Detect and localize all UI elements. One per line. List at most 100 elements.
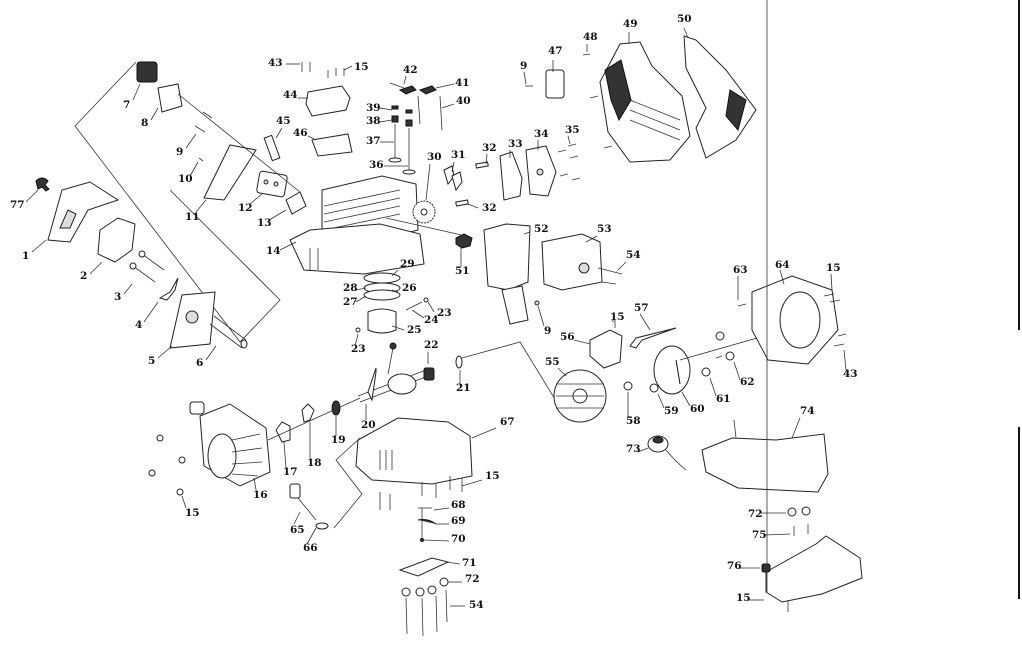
leader-line-c52 <box>523 231 531 235</box>
leader-line-c5 <box>157 345 173 359</box>
callout-label-48: 48 <box>583 31 598 43</box>
callout-label-46: 46 <box>293 127 308 139</box>
part-1-air-filter-cover <box>47 181 120 243</box>
part-37-36-valves <box>388 124 416 175</box>
callout-label-15: 15 <box>826 262 841 274</box>
part-4-clip <box>158 277 179 301</box>
leader-line-c17 <box>283 441 287 469</box>
leader-line-c68 <box>433 507 450 511</box>
callout-label-43: 43 <box>268 57 283 69</box>
callout-label-77: 77 <box>10 199 25 211</box>
callout-label-9: 9 <box>176 146 183 158</box>
callout-label-54: 54 <box>626 249 641 261</box>
callout-label-17: 17 <box>283 466 298 478</box>
callout-label-23: 23 <box>437 307 452 319</box>
part-15-frame-bolts <box>766 0 789 612</box>
callout-label-54: 54 <box>469 599 484 611</box>
part-30-cam-gear <box>412 200 436 224</box>
callout-label-35: 35 <box>565 124 580 136</box>
leader-line-c24 <box>411 309 425 319</box>
leader-line-c15c <box>830 273 833 291</box>
leader-line-c59 <box>657 393 665 409</box>
callout-label-32: 32 <box>482 202 497 214</box>
part-48-screw <box>582 53 591 56</box>
part-6-tube <box>209 315 248 349</box>
leader-line-c71 <box>445 561 461 565</box>
part-15-starter-bolts <box>148 434 186 496</box>
callout-label-3: 3 <box>114 291 121 303</box>
callout-label-27: 27 <box>343 296 358 308</box>
leader-line-c15a <box>343 65 353 71</box>
leader-line-c40 <box>441 103 455 109</box>
leader-line-c30 <box>425 163 431 201</box>
part-23-clips <box>355 297 429 333</box>
part-16-recoil-starter <box>189 401 271 487</box>
crankcase-guide-line <box>333 437 363 529</box>
leader-line-c77 <box>25 189 39 203</box>
callout-label-49: 49 <box>623 18 638 30</box>
callout-label-67: 67 <box>500 416 515 428</box>
part-shroud-screws <box>589 95 613 149</box>
part-clutch-bolt-upper <box>715 331 725 341</box>
part-57-wire <box>629 327 677 349</box>
part-12-carburetor <box>256 170 288 198</box>
part-73-fuel-cap <box>647 435 687 471</box>
leader-line-c56 <box>573 339 591 345</box>
leader-line-c10 <box>189 161 199 177</box>
callout-label-33: 33 <box>508 138 523 150</box>
callout-label-1: 1 <box>22 250 29 262</box>
part-67-crankcase-lower <box>355 417 473 485</box>
callout-label-15: 15 <box>485 470 500 482</box>
part-17-hub <box>275 421 291 443</box>
part-51-gasket <box>455 233 473 249</box>
leader-line-c61 <box>709 377 717 397</box>
callout-label-72: 72 <box>465 573 480 585</box>
callout-label-6: 6 <box>196 357 203 369</box>
callout-label-53: 53 <box>597 223 612 235</box>
part-24-piston-pin <box>405 301 423 311</box>
part-9-screw-mid <box>534 300 540 306</box>
leader-line-c46 <box>307 135 317 141</box>
callout-label-28: 28 <box>343 282 358 294</box>
callout-label-60: 60 <box>690 403 705 415</box>
part-65-primer <box>289 483 317 521</box>
callout-label-56: 56 <box>560 331 575 343</box>
leader-line-c73 <box>637 447 649 453</box>
callout-label-15: 15 <box>354 61 369 73</box>
callout-label-31: 31 <box>451 149 466 161</box>
part-44-rocker-cover <box>305 85 351 117</box>
part-59-washer <box>649 383 659 393</box>
callout-label-65: 65 <box>290 524 305 536</box>
part-43-cover-bolts <box>833 333 847 347</box>
callout-label-64: 64 <box>775 259 790 271</box>
leader-line-c39 <box>379 107 393 111</box>
leader-line-c15b <box>611 319 615 323</box>
callout-label-26: 26 <box>402 282 417 294</box>
callout-label-29: 29 <box>400 258 415 270</box>
part-15-bolts-top <box>327 68 345 78</box>
callout-label-74: 74 <box>800 405 815 417</box>
part-75-bolts <box>793 524 809 536</box>
part-72-washers-center <box>401 577 449 597</box>
callout-label-69: 69 <box>451 515 466 527</box>
callout-label-62: 62 <box>740 376 755 388</box>
leader-line-c2 <box>89 261 103 275</box>
part-39-38-retainers-springs <box>391 105 413 127</box>
callout-label-44: 44 <box>283 89 298 101</box>
part-47-cover <box>545 69 565 99</box>
part-2-filter-element <box>97 217 136 263</box>
leader-line-c9a <box>185 133 197 149</box>
leader-line-c70 <box>423 539 450 542</box>
part-35-screws <box>557 143 581 181</box>
part-45-spark-plug <box>263 134 281 162</box>
callout-label-73: 73 <box>626 443 641 455</box>
leader-line-c25 <box>391 325 405 331</box>
part-55-flywheel <box>553 369 607 423</box>
leader-line-c65 <box>293 511 301 525</box>
callout-label-13: 13 <box>257 217 272 229</box>
part-71-plate <box>398 557 450 577</box>
part-62-bolt <box>715 351 735 361</box>
leader-line-c41 <box>435 83 455 89</box>
callout-label-4: 4 <box>135 319 142 331</box>
callout-label-15: 15 <box>610 311 625 323</box>
